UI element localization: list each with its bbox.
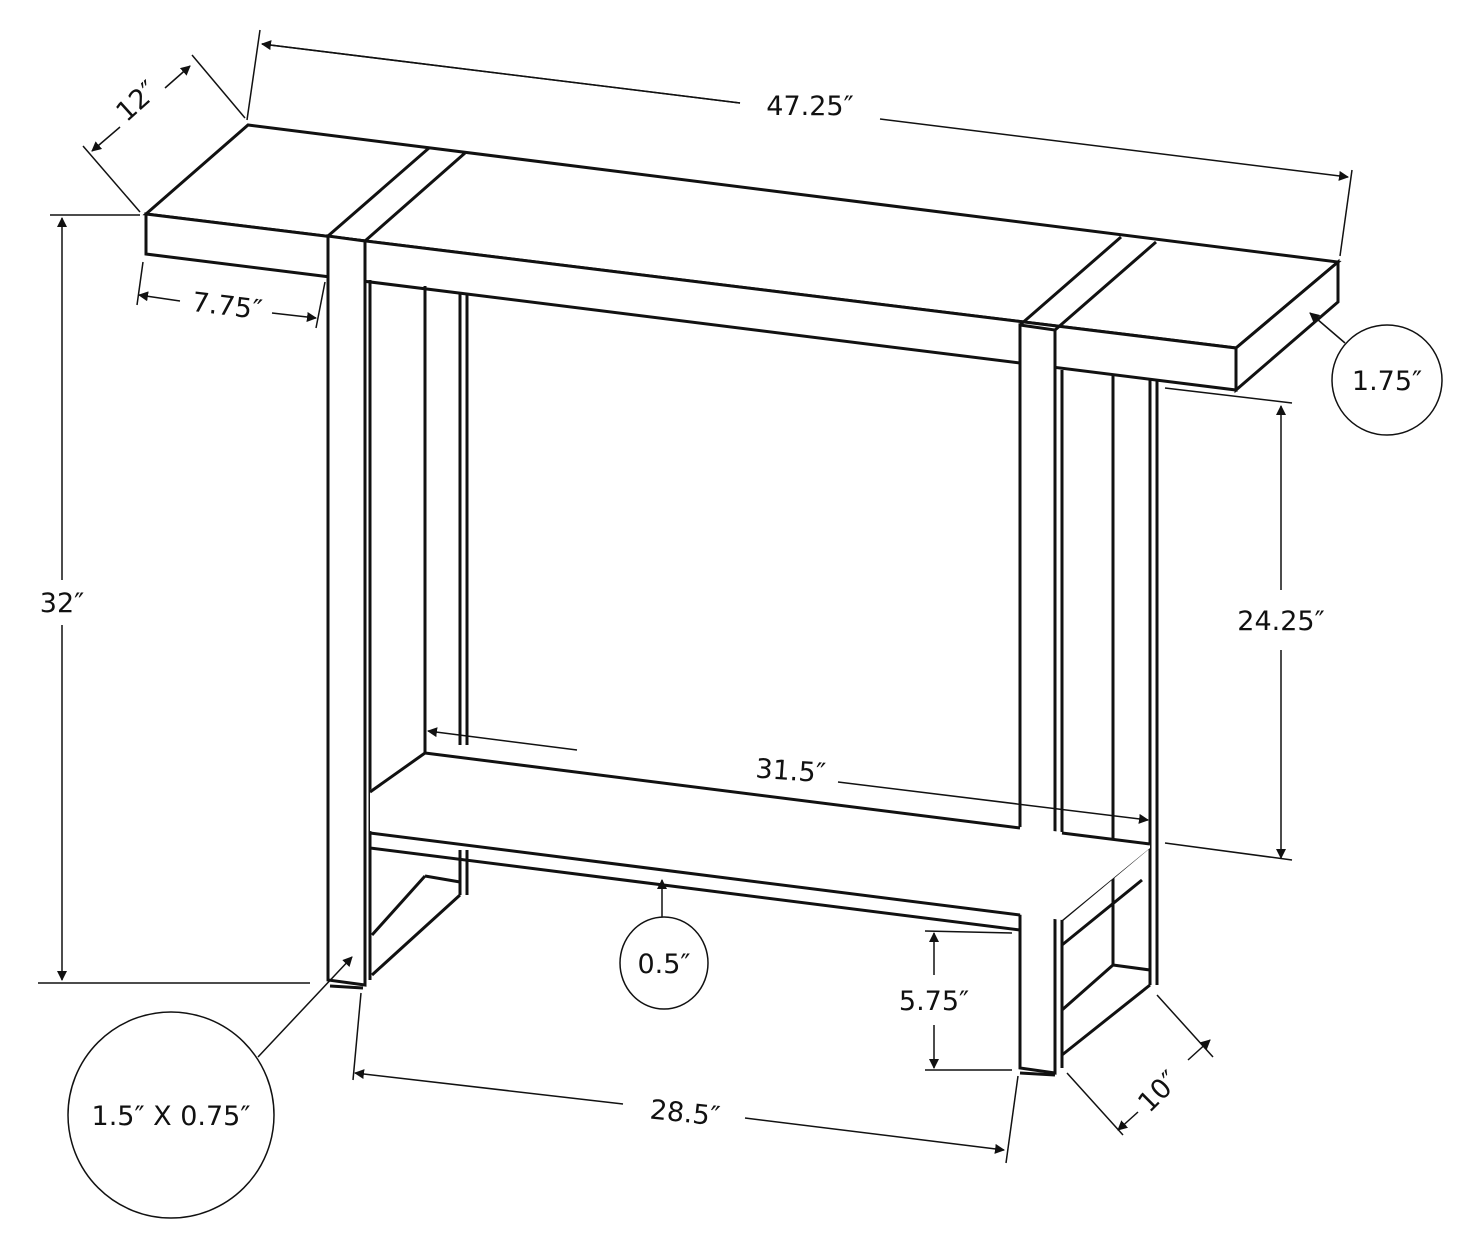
shelf-clearance-label: 24.25″ — [1237, 606, 1324, 637]
shelf-thickness-label: 0.5″ — [637, 949, 690, 980]
right-leg-frame — [1018, 323, 1159, 1077]
overall-height-label: 32″ — [40, 588, 84, 619]
top-thickness-callout — [1331, 324, 1443, 436]
left-leg-frame — [326, 234, 469, 990]
depth-label: 12″ — [110, 75, 164, 128]
leg-profile-callout — [67, 1011, 275, 1219]
bottom-shelf — [369, 751, 1151, 932]
base-depth-label: 10″ — [1132, 1065, 1185, 1118]
shelf-height-label: 5.75″ — [899, 986, 969, 1017]
dimension-lines — [38, 29, 1353, 1164]
table-top — [142, 123, 1342, 394]
overall-width-label: 47.25″ — [766, 91, 853, 122]
shelf-width-label: 31.5″ — [754, 754, 826, 790]
leg-profile-label: 1.5″ X 0.75″ — [92, 1101, 251, 1132]
leg-span-label: 28.5″ — [648, 1094, 721, 1132]
top-overhang-label: 7.75″ — [190, 287, 263, 326]
shelf-thickness-callout — [619, 916, 709, 1010]
top-thickness-label: 1.75″ — [1352, 366, 1422, 397]
